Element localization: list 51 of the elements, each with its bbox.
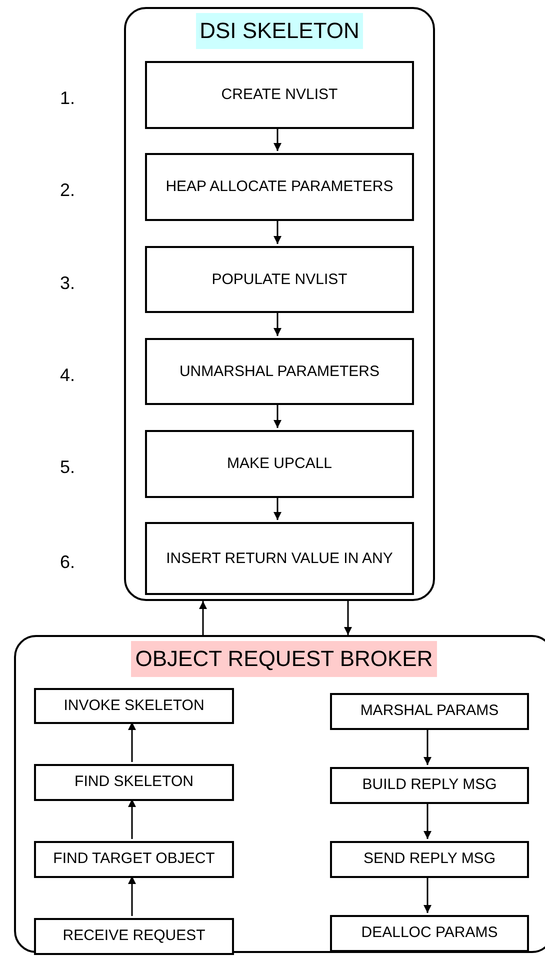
step-number: 3. xyxy=(60,272,76,294)
step-text: FIND TARGET OBJECT xyxy=(53,850,215,869)
process-box xyxy=(34,918,234,955)
step-text: SEND REPLY MSG xyxy=(364,850,496,869)
arrow xyxy=(424,728,432,765)
process-box xyxy=(330,693,529,730)
arrow xyxy=(344,601,352,635)
arrow xyxy=(128,799,136,839)
step-text: POPULATE NVLIST xyxy=(212,270,348,290)
step-text: FIND SKELETON xyxy=(74,773,194,792)
process-box xyxy=(330,915,529,952)
arrow xyxy=(424,802,432,839)
step-text: MARSHAL PARAMS xyxy=(360,702,499,721)
step-number: 6. xyxy=(60,550,76,574)
process-box xyxy=(145,338,414,405)
step-text: HEAP ALLOCATE PARAMETERS xyxy=(166,177,394,197)
arrow xyxy=(274,219,282,244)
group-container xyxy=(14,635,545,953)
step-text: DEALLOC PARAMS xyxy=(361,924,498,943)
process-box xyxy=(145,246,414,313)
process-box xyxy=(330,767,529,804)
arrow xyxy=(274,403,282,428)
step-number: 2. xyxy=(60,179,76,202)
step-text: CREATE NVLIST xyxy=(221,85,338,105)
step-number: 1. xyxy=(60,87,76,110)
step-number: 4. xyxy=(60,364,76,386)
step-number: 5. xyxy=(60,456,76,479)
step-text: UNMARSHAL PARAMETERS xyxy=(179,362,380,382)
arrow xyxy=(424,876,432,913)
process-box xyxy=(34,764,234,801)
arrow xyxy=(128,876,136,916)
process-box xyxy=(145,522,414,595)
process-box xyxy=(145,61,414,129)
group-title: OBJECT REQUEST BROKER xyxy=(131,641,437,677)
process-box xyxy=(34,688,234,724)
process-box xyxy=(34,841,234,878)
group-container xyxy=(124,7,435,601)
arrow xyxy=(274,127,282,151)
step-text: INVOKE SKELETON xyxy=(64,696,204,716)
arrow xyxy=(128,722,136,762)
group-title: DSI SKELETON xyxy=(196,13,364,49)
arrow xyxy=(274,311,282,336)
step-text: INSERT RETURN VALUE IN ANY xyxy=(166,548,393,568)
process-box xyxy=(145,153,414,221)
arrow xyxy=(274,496,282,520)
step-text: BUILD REPLY MSG xyxy=(362,776,497,795)
process-box xyxy=(330,841,529,878)
arrow xyxy=(199,601,207,635)
step-text: RECEIVE REQUEST xyxy=(62,927,206,946)
step-text: MAKE UPCALL xyxy=(226,454,332,474)
process-box xyxy=(145,430,414,498)
